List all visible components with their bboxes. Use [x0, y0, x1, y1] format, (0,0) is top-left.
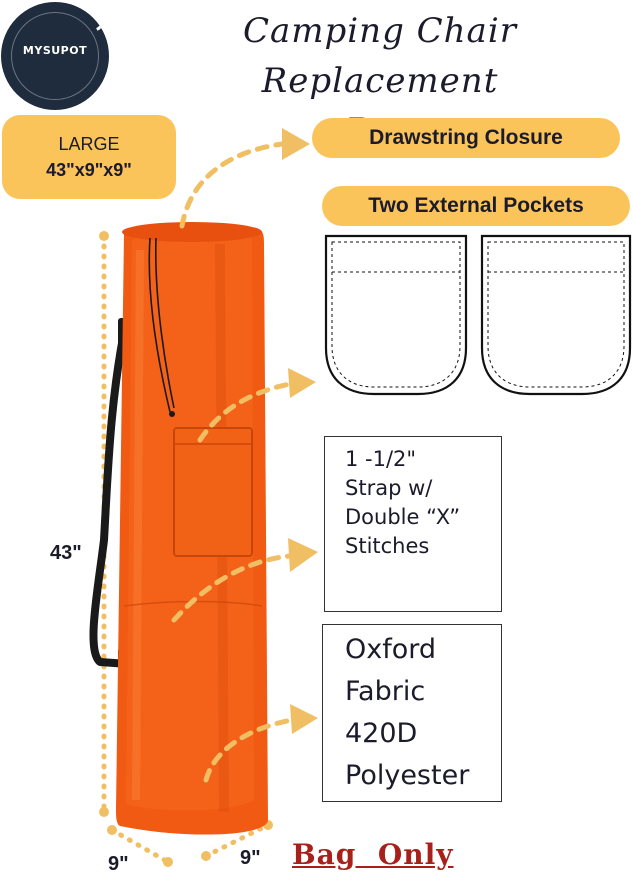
strap-line-2: Strap w/	[345, 476, 433, 500]
logo-text: MYSUPOT	[22, 44, 88, 57]
pocket-outline-right	[480, 234, 632, 396]
height-label: 43"	[50, 542, 82, 564]
arrow-pockets-head	[288, 368, 316, 398]
fabric-line-3: 420D	[345, 718, 418, 749]
arrow-fabric-head	[290, 704, 318, 734]
fabric-info-box: Oxford Fabric 420D Polyester	[322, 624, 502, 802]
strap-line-3: Double “X”	[345, 505, 461, 529]
pocket-outline-left	[324, 234, 468, 396]
size-label: LARGE	[58, 134, 120, 154]
size-dimensions: 43"x9"x9"	[46, 160, 132, 180]
pocket-diagram	[324, 234, 632, 396]
arrow-pockets	[197, 381, 293, 443]
size-badge: LARGE 43"x9"x9"	[2, 115, 176, 199]
fabric-line-4: Polyester	[345, 760, 470, 791]
logo-ring	[11, 12, 99, 100]
fabric-line-1: Oxford	[345, 634, 437, 665]
arrow-drawstring	[179, 141, 285, 229]
fabric-line-2: Fabric	[345, 676, 426, 707]
bag-only-note: Bag Only	[292, 838, 454, 871]
arrow-drawstring-head	[282, 128, 310, 160]
width-dimension-line	[107, 825, 173, 867]
arrow-fabric	[203, 717, 295, 783]
title-line-1: Camping Chair Replacement	[243, 11, 517, 101]
depth-dimension-line	[201, 820, 273, 861]
strap-info-box: 1 -1/2" Strap w/ Double “X” Stitches	[324, 436, 502, 612]
arrow-strap	[171, 553, 293, 623]
bag-body	[116, 222, 268, 835]
arrow-strap-head	[288, 538, 318, 572]
width-label: 9"	[108, 853, 129, 875]
strap-line-1: 1 -1/2"	[345, 447, 417, 471]
brand-logo: MYSUPOT	[1, 2, 109, 110]
strap-line-4: Stitches	[345, 534, 430, 558]
external-pockets-label: Two External Pockets	[322, 186, 630, 226]
depth-label: 9"	[240, 847, 261, 869]
drawstring-closure-label: Drawstring Closure	[312, 118, 620, 158]
